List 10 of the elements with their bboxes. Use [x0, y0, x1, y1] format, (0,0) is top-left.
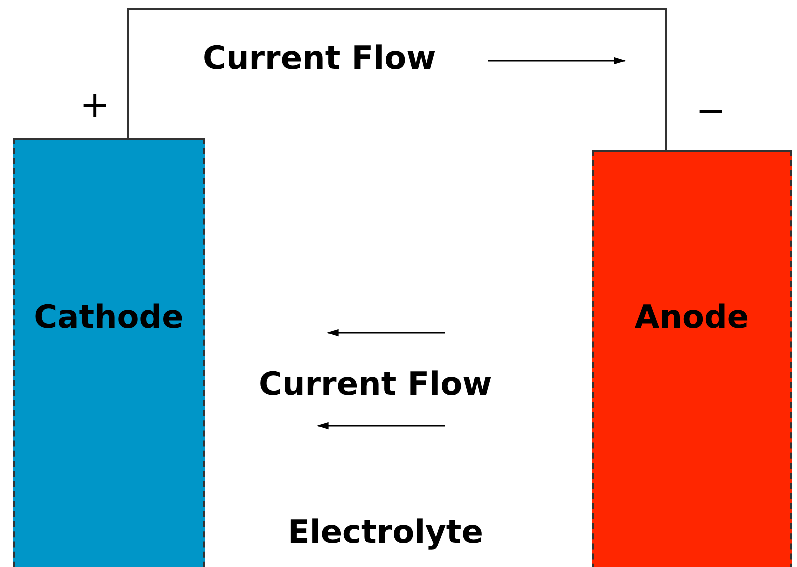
polarity-sign: − — [696, 94, 726, 130]
electrolyte-label: Electrolyte — [288, 516, 484, 548]
polarity-sign: + — [80, 88, 110, 124]
electrode-block — [13, 138, 205, 567]
flow-label: Current Flow — [203, 42, 436, 74]
electrode-label: Cathode — [33, 298, 185, 336]
electrode-label: Anode — [634, 298, 750, 336]
electrode-block — [592, 150, 792, 567]
wire — [127, 8, 667, 150]
flow-label: Current Flow — [259, 368, 492, 400]
